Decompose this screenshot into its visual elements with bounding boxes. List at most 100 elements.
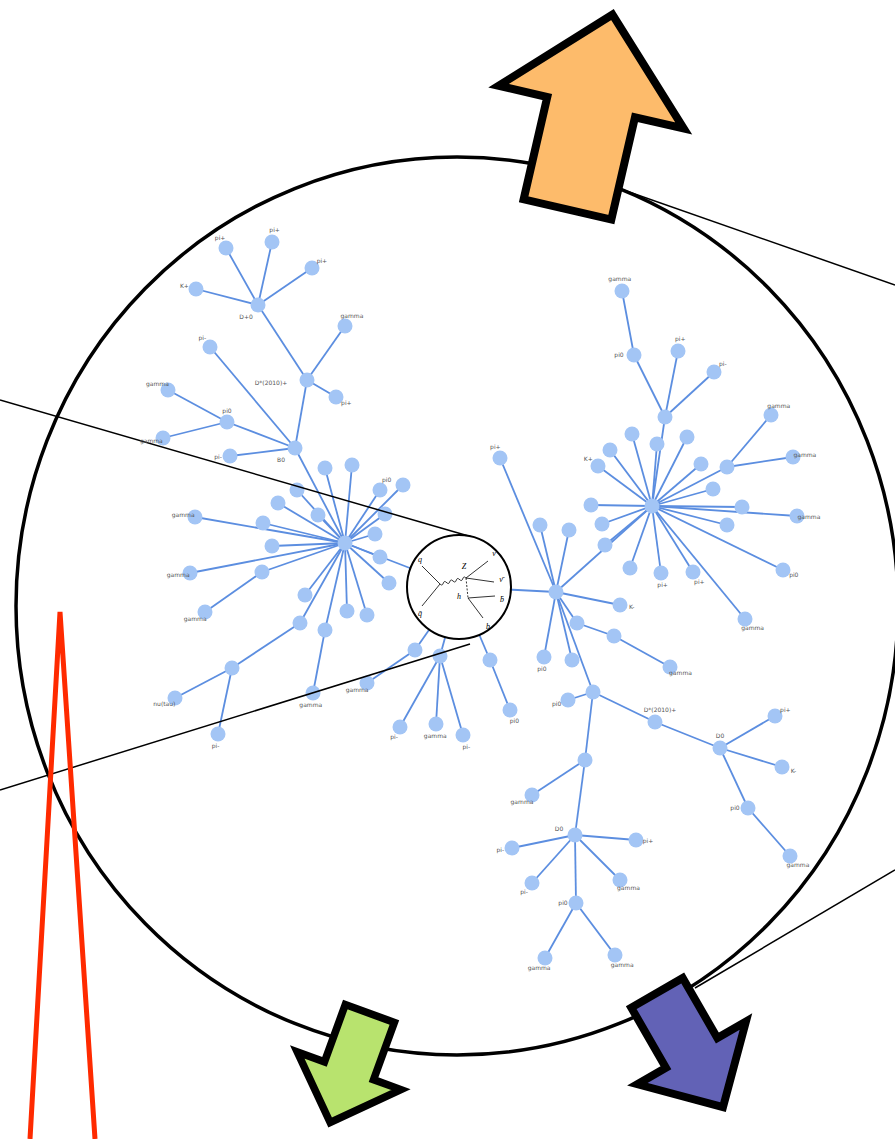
- particle-label: K-: [791, 768, 796, 774]
- particle-dot: [658, 410, 673, 425]
- particle-dot: [225, 661, 240, 676]
- particle-dot: [360, 608, 375, 623]
- fermion-line: [422, 566, 440, 584]
- particle-dot: [645, 499, 660, 514]
- particle-label: gamma: [146, 381, 169, 387]
- particle-label: gamma: [511, 799, 534, 805]
- decay-line: [490, 660, 510, 710]
- particle-label: pi0: [558, 900, 567, 906]
- decay-line: [556, 530, 569, 592]
- particle-label: pi+: [341, 400, 352, 406]
- particle-label: gamma: [172, 512, 195, 518]
- fermion-line: [466, 578, 494, 582]
- particle-dot: [300, 373, 315, 388]
- particle-dot: [650, 437, 665, 452]
- decay-line: [210, 347, 295, 448]
- particle-label: K+: [180, 283, 189, 289]
- particle-label: gamma: [184, 616, 207, 622]
- decay-line: [614, 636, 670, 667]
- decay-line: [602, 506, 652, 524]
- particle-symbol: h: [457, 593, 461, 601]
- decay-line: [313, 630, 325, 693]
- decay-line: [556, 592, 620, 605]
- particle-dot: [345, 458, 360, 473]
- zoom-line: [0, 400, 472, 537]
- particle-label: pi0: [222, 408, 231, 414]
- decay-line: [575, 835, 620, 880]
- particle-label: B0: [277, 457, 285, 463]
- particle-dot: [562, 523, 577, 538]
- particle-label: pi0: [382, 477, 391, 483]
- decay-line: [720, 748, 782, 767]
- particle-dot: [598, 538, 613, 553]
- particle-dot: [706, 482, 721, 497]
- particle-dot: [251, 298, 266, 313]
- particle-label: gamma: [741, 625, 764, 631]
- particle-label: pi+: [657, 582, 668, 588]
- decay-line: [168, 390, 227, 422]
- particle-dot: [537, 650, 552, 665]
- decay-line: [345, 543, 389, 583]
- particle-dot: [595, 517, 610, 532]
- particle-dot: [373, 483, 388, 498]
- particle-label: gamma: [786, 862, 809, 868]
- particle-label: D*(2010)+: [644, 707, 677, 713]
- decay-line: [575, 760, 585, 835]
- decay-line: [345, 465, 352, 543]
- decay-line: [622, 291, 634, 355]
- particle-dot: [549, 585, 564, 600]
- particle-dot: [623, 561, 638, 576]
- fermion-line: [466, 561, 488, 578]
- particle-dot: [433, 649, 448, 664]
- decay-line: [307, 326, 345, 380]
- decay-line: [598, 466, 652, 506]
- particle-dot: [396, 478, 411, 493]
- particle-dot: [613, 598, 628, 613]
- particle-dot: [408, 643, 423, 658]
- particle-dot: [503, 703, 518, 718]
- decay-line: [576, 903, 615, 955]
- particle-label: pi-: [212, 743, 220, 749]
- decay-line: [295, 380, 307, 448]
- particle-dot: [318, 461, 333, 476]
- particle-dot: [288, 441, 303, 456]
- particle-dot: [338, 536, 353, 551]
- particle-label: pi+: [780, 707, 791, 713]
- particle-dot: [255, 565, 270, 580]
- particle-label: pi+: [317, 258, 328, 264]
- purple-arrow: [603, 961, 778, 1138]
- decay-line: [556, 506, 652, 592]
- particle-dot: [223, 449, 238, 464]
- decay-line: [748, 808, 790, 856]
- particle-dot: [615, 284, 630, 299]
- feynman-circle: qq̄Zhνν̄b̄b: [406, 534, 512, 640]
- decay-line: [665, 372, 714, 417]
- decay-line: [278, 503, 345, 543]
- fermion-line: [468, 598, 483, 618]
- particle-label: gamma: [528, 965, 551, 971]
- higgs-line: [466, 578, 468, 598]
- decay-line: [163, 422, 227, 438]
- zoom-line: [695, 870, 895, 988]
- decay-line: [585, 692, 593, 760]
- particle-dot: [627, 348, 642, 363]
- particle-label: pi+: [269, 227, 280, 233]
- particle-symbol: ν̄: [499, 576, 503, 584]
- particle-dot: [764, 408, 779, 423]
- particle-label: pi-: [463, 744, 471, 750]
- decay-line: [175, 668, 232, 698]
- particle-symbol: q̄: [418, 610, 422, 618]
- particle-label: pi+: [643, 838, 654, 844]
- particle-label: pi-: [520, 889, 528, 895]
- particle-label: gamma: [611, 962, 634, 968]
- particle-dot: [654, 566, 669, 581]
- particle-label: pi+: [694, 579, 705, 585]
- decay-line: [556, 592, 593, 692]
- particle-label: nu(tau): [153, 701, 175, 707]
- particle-dot: [686, 565, 701, 580]
- zoom-line: [612, 186, 895, 285]
- particle-label: pi0: [614, 352, 623, 358]
- decay-line: [258, 242, 272, 305]
- particle-symbol: ν: [492, 550, 496, 558]
